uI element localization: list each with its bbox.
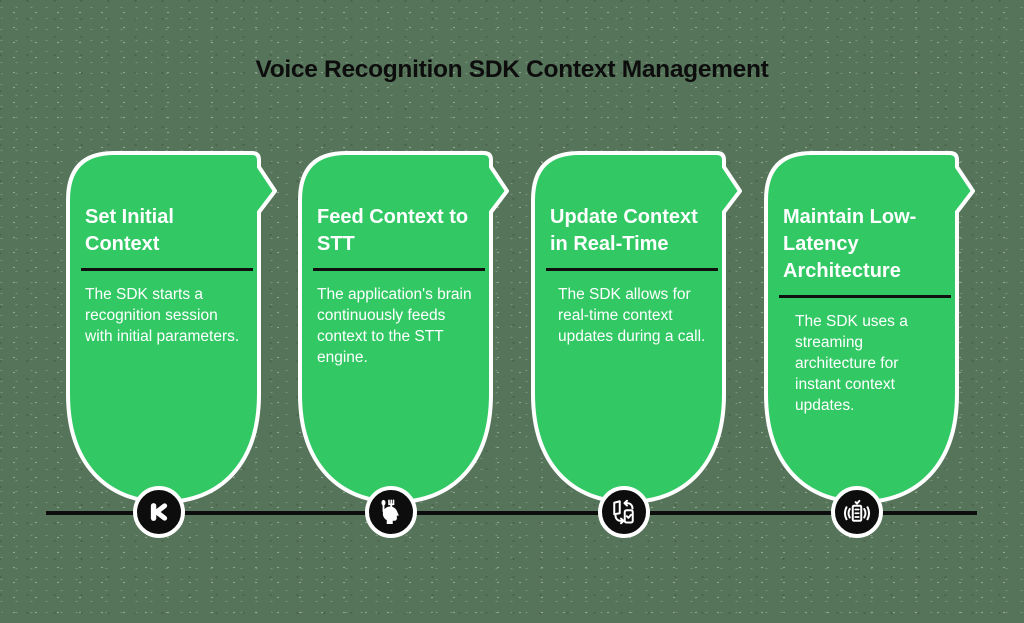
title-divider xyxy=(81,268,253,271)
device-sync-icon xyxy=(613,499,634,525)
step-icon-badge-3 xyxy=(598,486,650,538)
step-card-4: Maintain Low-Latency Architecture The SD… xyxy=(764,151,982,507)
step-description: The application's brain continuously fee… xyxy=(317,286,472,366)
step-description: The SDK uses a streaming architecture fo… xyxy=(795,313,908,414)
step-description: The SDK starts a recognition session wit… xyxy=(85,286,240,345)
title-divider xyxy=(313,268,485,271)
step-description: The SDK allows for real-time context upd… xyxy=(558,286,706,345)
step-title: Feed Context to STT xyxy=(317,206,469,255)
page-title: Voice Recognition SDK Context Management xyxy=(255,56,769,83)
step-title: Maintain Low-Latency Architecture xyxy=(783,206,917,282)
k-logo-icon xyxy=(150,503,168,521)
feeding-head-icon xyxy=(381,499,399,524)
title-divider xyxy=(546,268,718,271)
card-content: Update Context in Real-Time The SDK allo… xyxy=(535,155,722,347)
title-divider xyxy=(779,295,951,298)
step-icon-badge-4 xyxy=(831,486,883,538)
streaming-server-icon xyxy=(844,499,870,522)
card-content: Feed Context to STT The application's br… xyxy=(302,155,489,368)
step-title: Set Initial Context xyxy=(85,206,174,255)
step-icon-badge-1 xyxy=(133,486,185,538)
card-content: Set Initial Context The SDK starts a rec… xyxy=(70,155,257,347)
step-card-3: Update Context in Real-Time The SDK allo… xyxy=(531,151,749,507)
step-title: Update Context in Real-Time xyxy=(550,206,698,255)
step-card-1: Set Initial Context The SDK starts a rec… xyxy=(66,151,284,507)
step-card-2: Feed Context to STT The application's br… xyxy=(298,151,516,507)
step-icon-badge-2 xyxy=(365,486,417,538)
card-content: Maintain Low-Latency Architecture The SD… xyxy=(768,155,955,416)
timeline-line xyxy=(46,511,977,515)
